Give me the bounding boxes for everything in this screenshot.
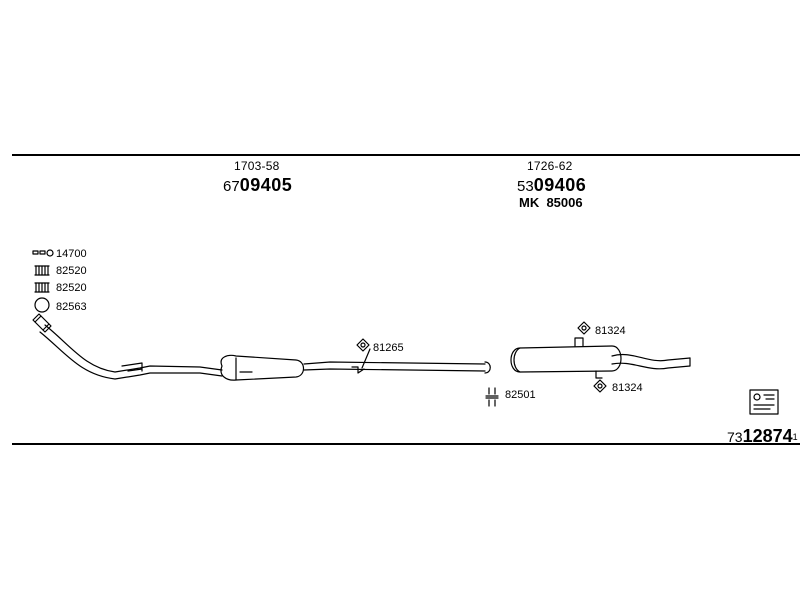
front-muffler (220, 354, 305, 381)
ring-gasket-icon (34, 297, 50, 313)
gasket-clamp-icon (32, 249, 54, 257)
document-number: 73128741 (727, 427, 798, 445)
fitting-number-4: 82563 (56, 301, 87, 313)
rear-silencer (510, 337, 691, 379)
document-number-main: 12874 (742, 426, 793, 446)
bottom-rule (12, 443, 800, 445)
front-section-dimension: 1703-58 (234, 159, 280, 173)
clamp-number: 82501 (505, 389, 536, 401)
front-pipe (32, 313, 223, 380)
document-number-prefix: 73 (727, 429, 743, 445)
mounting-kit-number: MK 85006 (519, 196, 583, 209)
hanger-front-number: 81265 (373, 342, 404, 354)
spring-bolt-icon (34, 282, 50, 293)
hanger-rear-bottom-icon (593, 379, 607, 393)
fitting-number-3: 82520 (56, 282, 87, 294)
rear-section-dimension: 1726-62 (527, 159, 573, 173)
rear-silencer-part-number: 5309406 (517, 176, 586, 194)
exhaust-system-diagram-icon (749, 389, 779, 415)
hanger-rear-top-number: 81324 (595, 325, 626, 337)
fitting-number-1: 14700 (56, 248, 87, 260)
hanger-rear-top-icon (577, 321, 591, 335)
front-pipe-part-number: 6709405 (223, 176, 292, 194)
hanger-front-icon (356, 338, 371, 369)
front-pipe-part-main: 09405 (239, 175, 293, 195)
mounting-kit-label: MK (519, 195, 540, 210)
intermediate-pipe (303, 361, 491, 374)
spring-bolt-icon (34, 265, 50, 276)
hanger-rear-bottom-number: 81324 (612, 382, 643, 394)
top-rule (12, 154, 800, 156)
clamp-icon (485, 387, 499, 407)
document-number-suffix: 1 (792, 432, 798, 442)
front-pipe-part-prefix: 67 (223, 178, 240, 195)
mounting-kit-value: 85006 (546, 195, 583, 210)
rear-silencer-part-prefix: 53 (517, 178, 534, 195)
fitting-number-2: 82520 (56, 265, 87, 277)
rear-silencer-part-main: 09406 (533, 175, 587, 195)
